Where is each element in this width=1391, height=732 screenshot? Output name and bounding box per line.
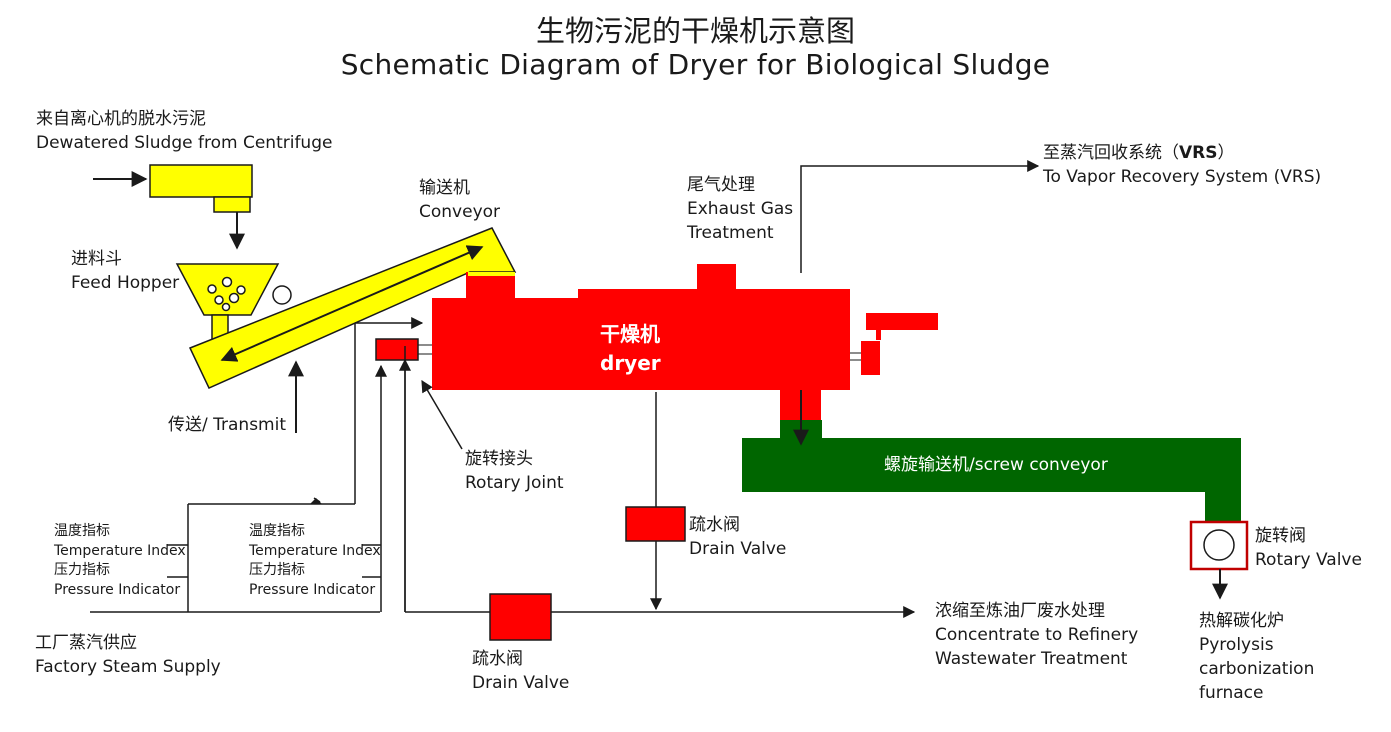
dryer-end-fittings bbox=[850, 313, 938, 375]
vrs-label: 至蒸汽回收系统（VRS） To Vapor Recovery System (V… bbox=[1043, 143, 1322, 187]
sludge-inlet-box bbox=[149, 164, 253, 213]
conveyor-label: 输送机 Conveyor bbox=[419, 178, 501, 222]
indicator-left-label: 温度指标 Temperature Index 压力指标 Pressure Ind… bbox=[54, 523, 186, 598]
drain-valve-lower-label: 疏水阀 Drain Valve bbox=[472, 649, 570, 693]
transmit-label: 传送/ Transmit bbox=[168, 415, 287, 435]
wastewater-label: 浓缩至炼油厂废水处理 Concentrate to Refinery Waste… bbox=[935, 601, 1139, 669]
screw-conveyor bbox=[742, 420, 1241, 522]
drain-valve-upper bbox=[625, 506, 686, 542]
dryer-label: 干燥机 dryer bbox=[600, 322, 661, 375]
dewatered-sludge-label: 来自离心机的脱水污泥 Dewatered Sludge from Centrif… bbox=[36, 109, 333, 153]
rotary-joint bbox=[375, 338, 432, 361]
vrs-line bbox=[800, 160, 1040, 273]
title-chinese: 生物污泥的干燥机示意图 bbox=[535, 14, 855, 48]
pyrolysis-label: 热解碳化炉 Pyrolysis carbonization furnace bbox=[1199, 611, 1315, 703]
rotary-valve bbox=[1189, 520, 1249, 571]
steam-piping bbox=[90, 317, 916, 618]
title-english: Schematic Diagram of Dryer for Biologica… bbox=[340, 48, 1051, 81]
dryer-body bbox=[432, 264, 850, 390]
drain-valve-lower bbox=[489, 593, 552, 641]
indicator-right-label: 温度指标 Temperature Index 压力指标 Pressure Ind… bbox=[249, 523, 381, 598]
rotary-joint-label: 旋转接头 Rotary Joint bbox=[465, 449, 564, 493]
flow-tick bbox=[310, 498, 322, 504]
feed-hopper-label: 进料斗 Feed Hopper bbox=[71, 249, 180, 293]
sludge-particle bbox=[272, 285, 292, 305]
steam-supply-label: 工厂蒸汽供应 Factory Steam Supply bbox=[35, 633, 221, 677]
exhaust-gas-label: 尾气处理 Exhaust Gas Treatment bbox=[687, 175, 794, 243]
rotary-valve-label: 旋转阀 Rotary Valve bbox=[1255, 526, 1362, 570]
drain-valve-upper-label: 疏水阀 Drain Valve bbox=[689, 515, 787, 559]
rotary-joint-pointer bbox=[421, 379, 463, 450]
screw-conveyor-label: 螺旋输送机/screw conveyor bbox=[884, 455, 1108, 475]
